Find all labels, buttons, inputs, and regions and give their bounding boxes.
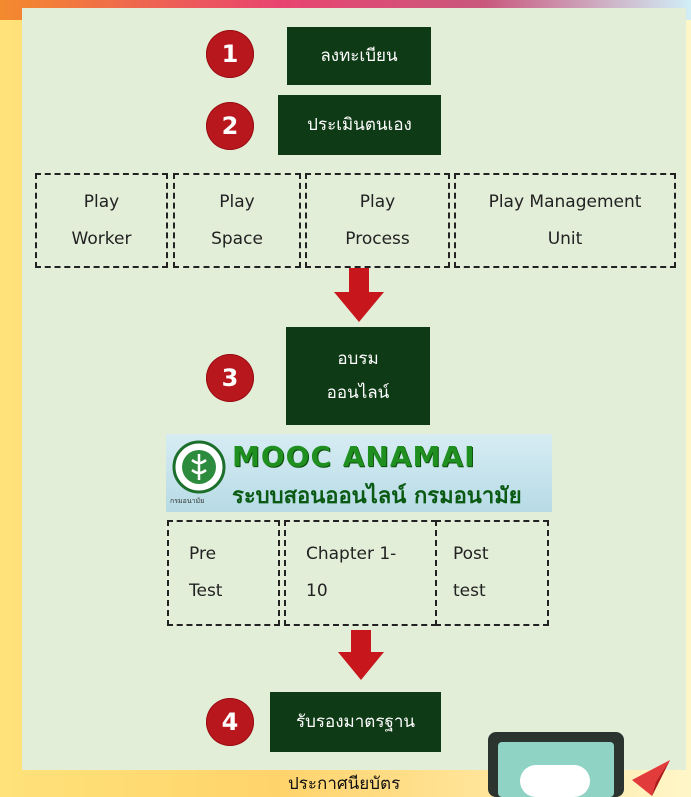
course-box-line1: Chapter 1- [306,544,397,564]
mooc-anamai-banner: กรมอนามัย MOOC ANAMAI ระบบสอนออนไลน์ กรม… [166,434,552,512]
assessment-box-line2: Space [211,228,263,249]
down-arrow-icon [334,268,384,322]
step-2-box: ประเมินตนเอง [278,95,441,155]
step-3-label-line2: ออนไลน์ [326,383,390,403]
step-3-label-line1: อบรม [337,349,379,369]
step-1-box: ลงทะเบียน [287,27,431,85]
assessment-box-line2: Process [345,228,410,249]
department-seal-icon [172,440,226,494]
step-2-badge: 2 [206,102,254,150]
course-box-line2: 10 [306,581,328,601]
step-4-box: รับรองมาตรฐาน [270,692,441,752]
assessment-box-process: Play Process [305,173,450,268]
step-3-box: อบรม ออนไลน์ [286,327,430,425]
assessment-box-line2: Unit [547,228,583,249]
step-1-label: ลงทะเบียน [320,46,398,66]
course-box-line1: Pre [189,544,217,564]
assessment-box-management-unit: Play Management Unit [454,173,676,268]
step-4-number: 4 [221,708,239,736]
assessment-box-space: Play Space [173,173,301,268]
assessment-box-line1: Play [359,191,396,212]
course-box-line2: test [453,581,486,601]
mooc-subtitle: ระบบสอนออนไลน์ กรมอนามัย [232,484,522,509]
paper-plane-icon [632,760,670,796]
decorative-cloud [520,765,590,797]
assessment-box-line1: Play Management [488,191,642,212]
mooc-logo-caption: กรมอนามัย [170,497,205,505]
course-box-line1: Post [453,544,489,564]
mooc-title: MOOC ANAMAI [232,440,476,473]
assessment-box-line1: Play [83,191,120,212]
course-box-pre-test: Pre Test [167,520,280,626]
assessment-box-line2: Worker [71,228,132,249]
course-box-chapters: Chapter 1- 10 [284,520,437,626]
step-2-number: 2 [221,112,239,140]
step-3-badge: 3 [206,354,254,402]
step-1-badge: 1 [206,30,254,78]
step-2-label: ประเมินตนเอง [307,115,412,135]
step-1-number: 1 [221,40,239,68]
down-arrow-icon [338,630,384,680]
assessment-box-worker: Play Worker [35,173,168,268]
course-box-line2: Test [189,581,223,601]
step-4-label: รับรองมาตรฐาน [295,712,416,732]
step-3-number: 3 [221,364,239,392]
certificate-label: ประกาศนียบัตร [288,774,401,794]
step-4-badge: 4 [206,698,254,746]
course-box-post-test: Post test [435,520,549,626]
assessment-box-line1: Play [219,191,255,212]
